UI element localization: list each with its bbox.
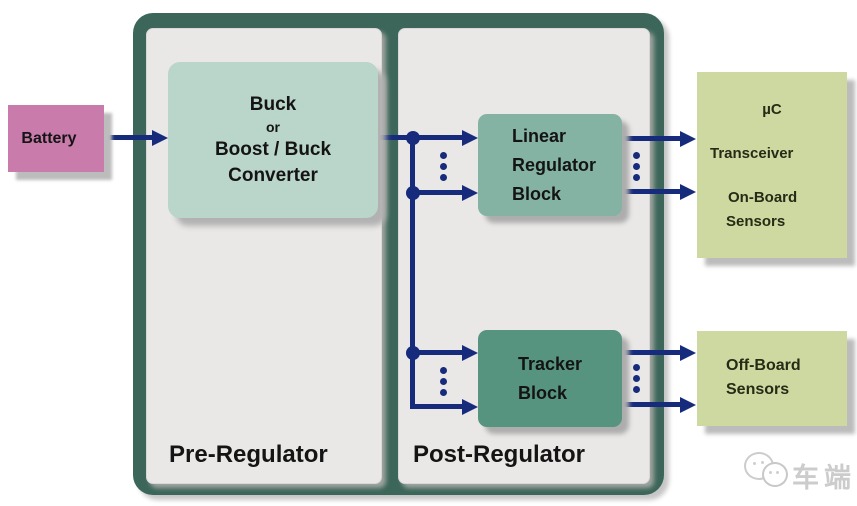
ellipsis-dot xyxy=(633,386,640,393)
post-regulator-label: Post-Regulator xyxy=(413,441,586,468)
ellipsis-dot xyxy=(440,152,447,159)
onboard-loads-block: µC Transceiver On-Board Sensors xyxy=(697,72,847,258)
battery-block: Battery xyxy=(8,105,104,172)
watermark: 车端 xyxy=(742,450,852,496)
ellipsis-dot xyxy=(440,163,447,170)
converter-line: or xyxy=(266,118,280,135)
arrowhead-trunk-to-linear-1 xyxy=(462,130,478,146)
onboard-loads-line: Transceiver xyxy=(710,145,794,162)
ellipsis-dot xyxy=(633,152,640,159)
wechat-icon xyxy=(762,462,788,487)
linear-regulator-line: Block xyxy=(512,183,562,204)
connector-battery-to-converter xyxy=(104,135,153,140)
linear-regulator-line: Linear xyxy=(512,125,567,146)
ellipsis-dot xyxy=(633,174,640,181)
junction-dot xyxy=(406,131,420,145)
pre-regulator-label: Pre-Regulator xyxy=(169,441,328,468)
ellipsis-dot xyxy=(440,174,447,181)
watermark-text: 车端 xyxy=(792,463,856,493)
arrowhead-trunk-to-tracker-2 xyxy=(462,399,478,415)
ellipsis-dot xyxy=(633,375,640,382)
onboard-loads-line: Sensors xyxy=(726,213,786,230)
ellipsis-dot xyxy=(440,367,447,374)
arrowhead-battery-to-converter xyxy=(152,130,168,146)
converter-line: Buck xyxy=(249,93,297,115)
arrowhead-trunk-to-tracker-1 xyxy=(462,345,478,361)
onboard-loads-line: On-Board xyxy=(728,189,798,206)
junction-dot xyxy=(406,346,420,360)
arrowhead-linear-to-loads-1 xyxy=(680,131,696,147)
onboard-loads-line: µC xyxy=(762,101,782,118)
connector-trunk-to-linear-1 xyxy=(413,135,463,140)
connector-linear-to-loads-1 xyxy=(622,136,681,141)
connector-trunk-to-tracker-1 xyxy=(413,350,463,355)
connector-tracker-to-sensors-2 xyxy=(622,402,681,407)
battery-label: Battery xyxy=(21,129,77,147)
ellipsis-dot xyxy=(633,163,640,170)
buck-boost-converter-block: Buck or Boost / Buck Converter xyxy=(168,62,378,218)
offboard-sensors-block: Off-Board Sensors xyxy=(697,331,847,426)
arrowhead-tracker-to-sensors-2 xyxy=(680,397,696,413)
connector-trunk-vertical xyxy=(410,135,415,409)
connector-trunk-to-linear-2 xyxy=(413,190,463,195)
converter-line: Converter xyxy=(228,164,318,186)
connector-linear-to-loads-2 xyxy=(622,189,681,194)
connector-converter-to-trunk xyxy=(378,135,415,140)
converter-line: Boost / Buck xyxy=(214,138,332,160)
connector-trunk-to-tracker-2 xyxy=(413,404,463,409)
arrowhead-trunk-to-linear-2 xyxy=(462,185,478,201)
offboard-sensors-line: Sensors xyxy=(726,381,790,398)
ellipsis-dot xyxy=(440,389,447,396)
connector-tracker-to-sensors-1 xyxy=(622,350,681,355)
linear-regulator-line: Regulator xyxy=(512,154,597,175)
ellipsis-dot xyxy=(633,364,640,371)
arrowhead-tracker-to-sensors-1 xyxy=(680,345,696,361)
ellipsis-dot xyxy=(440,378,447,385)
tracker-line: Block xyxy=(518,382,568,403)
offboard-sensors-line: Off-Board xyxy=(726,357,801,374)
linear-regulator-block: Linear Regulator Block xyxy=(478,114,622,216)
junction-dot xyxy=(406,186,420,200)
arrowhead-linear-to-loads-2 xyxy=(680,184,696,200)
tracker-block: Tracker Block xyxy=(478,330,622,427)
tracker-line: Tracker xyxy=(518,353,583,374)
